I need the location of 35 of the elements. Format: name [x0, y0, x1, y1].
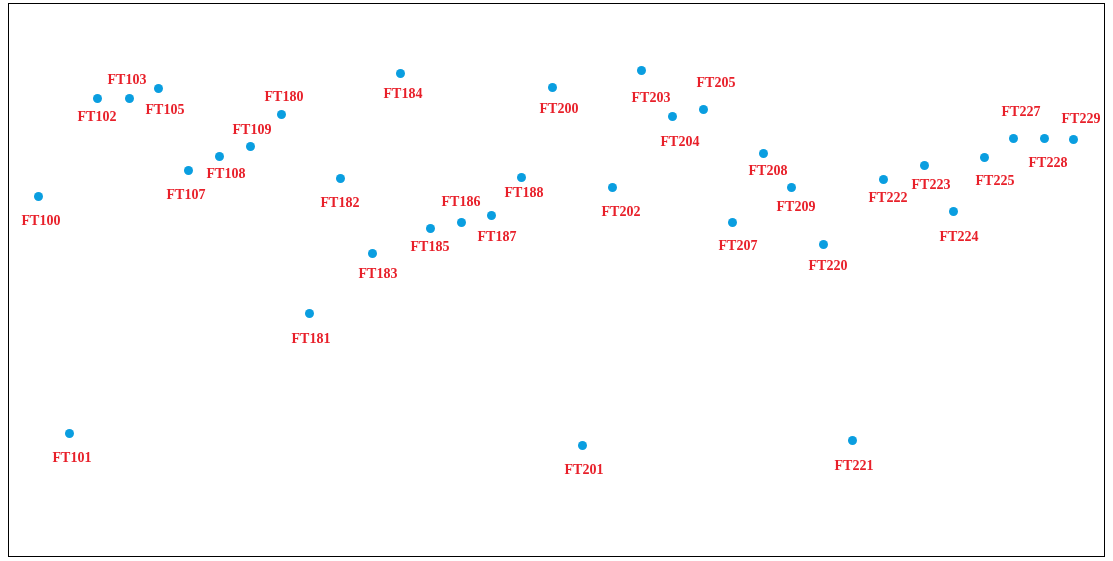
point-label: FT184	[383, 85, 423, 101]
point-label: FT205	[696, 74, 736, 90]
point-label: FT180	[264, 88, 304, 104]
point-label: FT188	[504, 184, 544, 200]
point-label: FT103	[107, 71, 147, 87]
point-label: FT181	[291, 330, 331, 346]
point-label: FT105	[145, 101, 185, 117]
point-label: FT107	[166, 186, 206, 202]
point-label: FT100	[21, 212, 61, 228]
point-label: FT108	[206, 165, 246, 181]
point-label: FT224	[939, 228, 979, 244]
point-label: FT203	[631, 89, 671, 105]
point-label: FT204	[660, 133, 700, 149]
point-label: FT229	[1061, 110, 1101, 126]
point-label: FT187	[477, 228, 517, 244]
point-label: FT208	[748, 162, 788, 178]
point-label: FT228	[1028, 154, 1068, 170]
point-label: FT185	[410, 238, 450, 254]
point-label: FT227	[1001, 103, 1041, 119]
point-label: FT207	[718, 237, 758, 253]
point-label: FT101	[52, 449, 92, 465]
point-label: FT182	[320, 194, 360, 210]
point-label: FT221	[834, 457, 874, 473]
point-label: FT222	[868, 189, 908, 205]
point-label: FT102	[77, 108, 117, 124]
point-label: FT209	[776, 198, 816, 214]
point-label: FT186	[441, 193, 481, 209]
point-label: FT220	[808, 257, 848, 273]
point-label: FT109	[232, 121, 272, 137]
point-label: FT225	[975, 172, 1015, 188]
point-label: FT202	[601, 203, 641, 219]
point-label: FT200	[539, 100, 579, 116]
point-label: FT223	[911, 176, 951, 192]
point-label: FT183	[358, 265, 398, 281]
point-label: FT201	[564, 461, 604, 477]
